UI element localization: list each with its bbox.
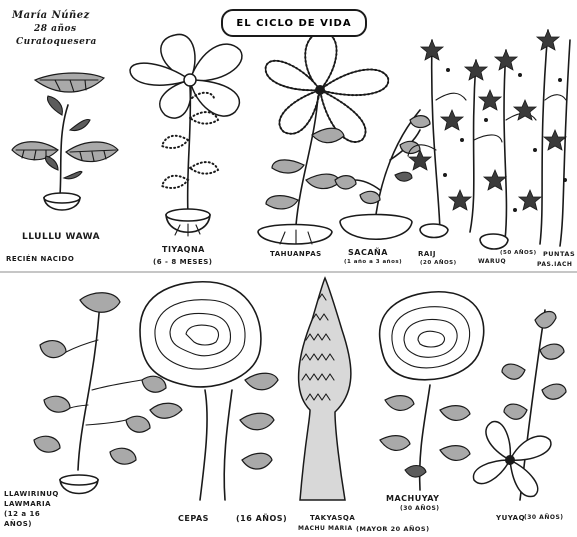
stage-label: CEPAS bbox=[178, 514, 209, 523]
stage-label: TIYAQNA bbox=[162, 245, 205, 254]
stage-label: WARUQ bbox=[478, 258, 506, 265]
author-age: 28 años bbox=[34, 24, 77, 34]
plant-llawirinuq bbox=[34, 293, 166, 494]
stage-label: LLULLU WAWA bbox=[22, 232, 100, 242]
stage-label: RAIJ bbox=[418, 250, 436, 258]
stage-note: RECIÉN NACIDO bbox=[6, 255, 74, 263]
plant-tahuanpas bbox=[258, 32, 388, 244]
stage-note: PAS.IACH bbox=[537, 261, 572, 268]
plant-cluster-adult bbox=[408, 30, 570, 249]
stage-note: (50 AÑOS) bbox=[500, 250, 537, 256]
stage-label: PUNTAS bbox=[543, 250, 575, 258]
stage-note: (MAYOR 20 AÑOS) bbox=[356, 525, 430, 533]
stage-label: TAHUANPAS bbox=[270, 250, 322, 258]
author-name: María Núñez bbox=[12, 10, 90, 21]
stage-note: (20 AÑOS) bbox=[420, 260, 457, 266]
stage-label: YUYAQ bbox=[496, 514, 525, 522]
stage-label: MACHUYAY bbox=[386, 494, 439, 503]
author-occupation: Curatoquesera bbox=[16, 37, 97, 47]
plant-newborn bbox=[12, 73, 118, 210]
stage-note: (30 AÑOS) bbox=[524, 514, 564, 521]
plant-tiyaqna bbox=[130, 34, 242, 236]
stage-note: (30 AÑOS) bbox=[400, 505, 440, 512]
stage-note: (16 AÑOS) bbox=[236, 514, 287, 523]
plant-yuyaq bbox=[473, 310, 566, 500]
stage-note: (12 a 16 AÑOS) bbox=[4, 509, 56, 529]
plant-takyasqa bbox=[299, 278, 351, 500]
stage-note: (1 año a 3 años) bbox=[344, 259, 402, 265]
stage-label: SACAÑA bbox=[348, 248, 388, 257]
page-title: EL CICLO DE VIDA bbox=[221, 9, 367, 37]
stage-note: (6 - 8 MESES) bbox=[153, 258, 212, 266]
stage-note: MACHU MARIA bbox=[298, 525, 353, 532]
stage-label: LLAWIRINUQ LAWMARIA bbox=[4, 489, 62, 509]
plant-machuyay bbox=[380, 292, 484, 490]
stage-label: TAKYASQA bbox=[310, 514, 355, 522]
